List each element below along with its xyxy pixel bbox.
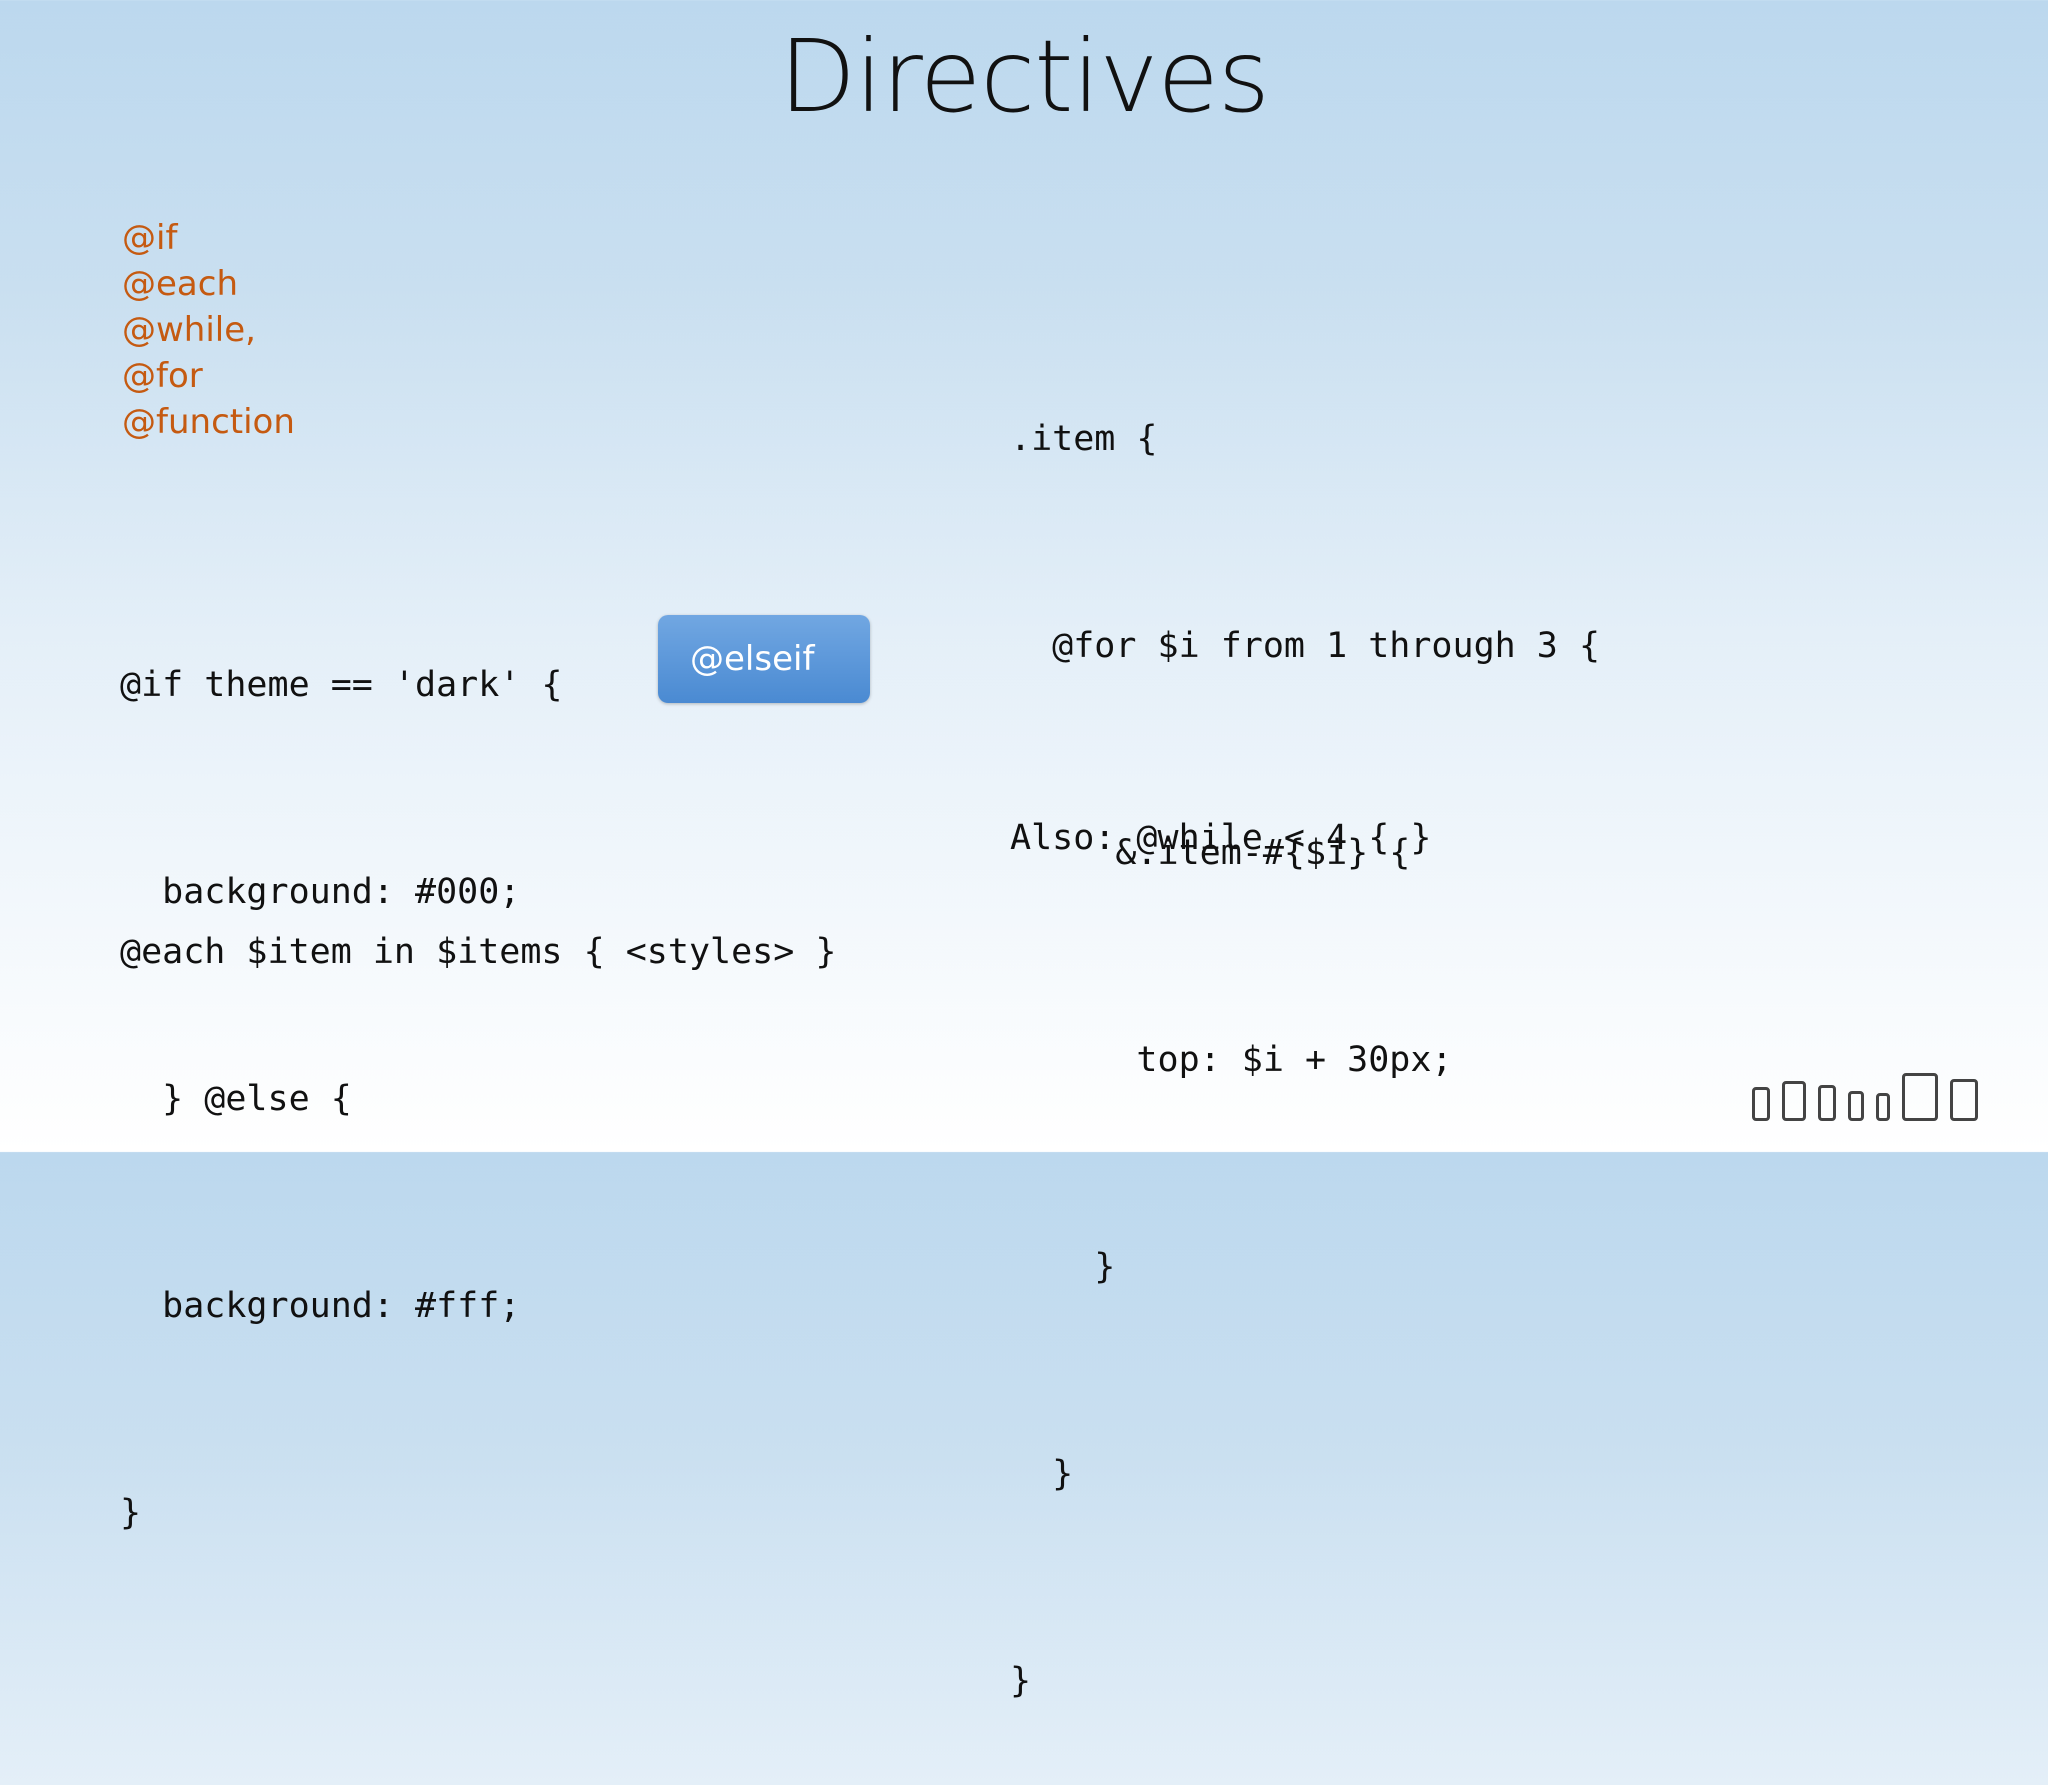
code-line: top: $i + 30px; xyxy=(1010,1040,1453,1080)
code-line: } xyxy=(1010,1454,1074,1494)
phone-small-icon xyxy=(1848,1091,1864,1121)
code-line: .item { xyxy=(1010,419,1158,459)
devices-icon xyxy=(1752,1069,2000,1121)
directive-item-if: @if xyxy=(122,218,178,258)
directive-item-for: @for xyxy=(122,356,203,396)
elseif-callout: @elseif xyxy=(658,615,870,703)
phone-icon xyxy=(1818,1085,1836,1121)
code-line: } @else { xyxy=(120,1079,352,1119)
directive-item-while: @while, xyxy=(122,310,256,350)
code-line: background: #fff; xyxy=(120,1286,521,1326)
code-line: &.item-#{$i} { xyxy=(1010,833,1411,873)
if-else-code-example: @if theme == 'dark' { background: #000; … xyxy=(120,513,563,1617)
directives-list: @if @each @while, @for @function xyxy=(122,215,295,445)
phone-small-icon xyxy=(1876,1093,1890,1121)
code-line: } xyxy=(120,1493,142,1533)
code-line: @for $i from 1 through 3 { xyxy=(1010,626,1601,666)
code-line: background: #000; xyxy=(120,872,521,912)
tablet-icon xyxy=(1950,1079,1978,1121)
tablet-icon xyxy=(1902,1073,1938,1121)
for-loop-code-example: .item { @for $i from 1 through 3 { &.ite… xyxy=(1010,267,1600,1785)
directive-item-function: @function xyxy=(122,402,295,442)
tablet-small-icon xyxy=(1782,1081,1806,1121)
each-code-example: @each $item in $items { <styles> } xyxy=(120,932,837,972)
slide-title: Directives xyxy=(779,18,1270,135)
while-code-example: Also: @while < 4 { } xyxy=(1010,818,1432,858)
code-line: } xyxy=(1010,1247,1116,1287)
directive-item-each: @each xyxy=(122,264,238,304)
phone-icon xyxy=(1752,1087,1770,1121)
elseif-callout-label: @elseif xyxy=(690,639,815,679)
code-line: @if theme == 'dark' { xyxy=(120,665,563,705)
code-line: } xyxy=(1010,1661,1032,1701)
